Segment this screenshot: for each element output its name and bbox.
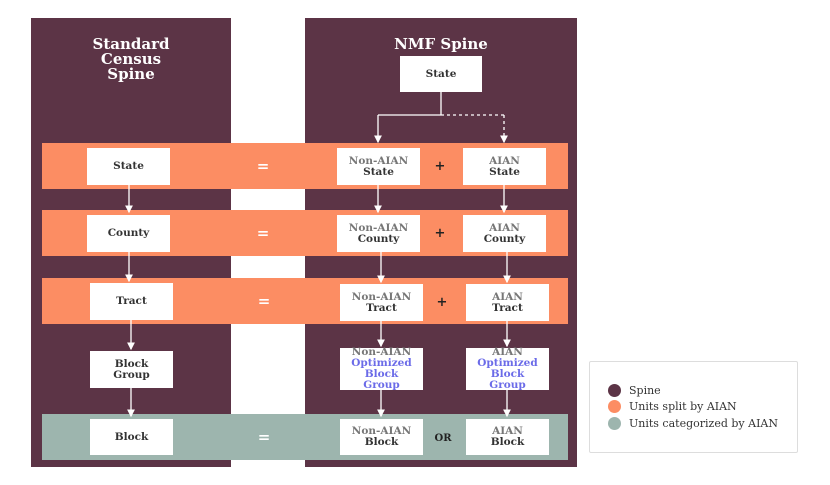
nmf-state-box: State [400,56,482,92]
legend-swatch-spine [608,384,621,397]
legend-label-spine: Spine [629,384,661,397]
equals-sign: = [256,224,270,242]
census-block-group-box: Block Group [90,351,173,388]
census-tract-box: Tract [90,283,173,320]
legend-swatch-split [608,400,621,413]
legend-label-categorized: Units categorized by AIAN [629,417,778,430]
legend-swatch-categorized [608,417,621,430]
or-label: OR [434,433,452,444]
legend-label-split: Units split by AIAN [629,400,737,413]
plus-sign: + [436,295,448,310]
nmf-spine-title: NMF Spine [394,35,488,53]
legend-item-categorized: Units categorized by AIAN [608,417,779,430]
standard-census-spine-title: Standard Census Spine [92,35,170,83]
equals-sign: = [257,428,271,446]
legend: Spine Units split by AIAN Units categori… [589,361,798,453]
legend-item-spine: Spine [608,384,779,397]
census-state-box: State [87,148,170,185]
census-county-box: County [87,215,170,252]
plus-sign: + [434,159,446,174]
census-block-box: Block [90,419,173,455]
equals-sign: = [256,157,270,175]
legend-item-split: Units split by AIAN [608,400,779,413]
equals-sign: = [257,292,271,310]
plus-sign: + [434,226,446,241]
